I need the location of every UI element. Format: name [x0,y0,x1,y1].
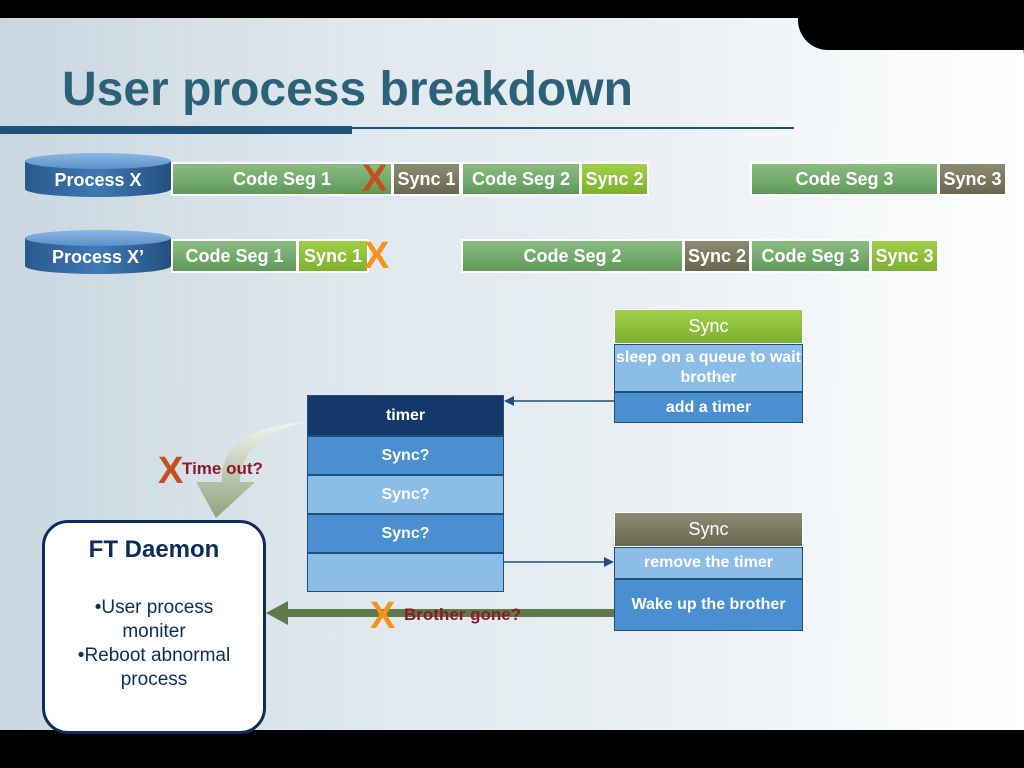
ft-daemon-item: •User process moniter [94,597,214,642]
ft-daemon-item: •Reboot abnormal process [77,645,231,690]
title-underline [0,126,352,134]
brother-gone-x-icon: X [370,595,396,637]
process-x-sync-2: Sync 2 [580,162,649,196]
page-title: User process breakdown [62,63,633,116]
process-x-prime-sync-2: Sync 2 [683,239,751,273]
process-x-sync-3: Sync 3 [938,162,1007,196]
process-x-prime-sync-3: Sync 3 [870,239,939,273]
timeout-curved-arrow [196,422,308,518]
timeout-note: Time out? [182,459,263,478]
sync-bottom-row: remove the timer [614,547,803,579]
timer-stack-row [307,553,504,592]
process-x-sync-1: Sync 1 [392,162,461,196]
process-x-code-seg-1: Code Seg 1 [171,162,393,196]
sync-bottom-header: Sync [614,512,803,547]
process-x-prime-code-seg-3: Code Seg 3 [750,239,871,273]
process-x-label: Process X [54,170,142,190]
process-x-prime-sync-1: Sync 1 [297,239,369,273]
process-x-fail-x-icon: X [362,158,388,200]
title-underline-thin [352,127,794,129]
brother-gone-note: Brother gone? [404,605,522,624]
slide-tab-notch [798,18,1024,50]
timeout-fail-x-icon: X [158,450,184,492]
process-x-prime-label: Process X’ [51,247,145,267]
process-x-cylinder: Process X [25,153,171,203]
timer-stack-row: Sync? [307,514,504,553]
sync-top-row: sleep on a queue to wait brother [614,344,803,392]
ft-daemon-box [42,520,266,734]
process-x-prime-fail-x-icon: X [364,235,390,277]
sync-top-row: add a timer [614,392,803,423]
sync-bottom-row: Wake up the brother [614,579,803,631]
process-x-prime-cylinder: Process X’ [25,230,171,280]
ft-daemon-title: FT Daemon [88,536,220,563]
timer-stack-header: timer [307,395,504,436]
timer-stack-row: Sync? [307,475,504,514]
timer-stack-row: Sync? [307,436,504,475]
process-x-code-seg-2: Code Seg 2 [461,162,581,196]
sync-top-header: Sync [614,309,803,344]
process-x-code-seg-3: Code Seg 3 [750,162,939,196]
